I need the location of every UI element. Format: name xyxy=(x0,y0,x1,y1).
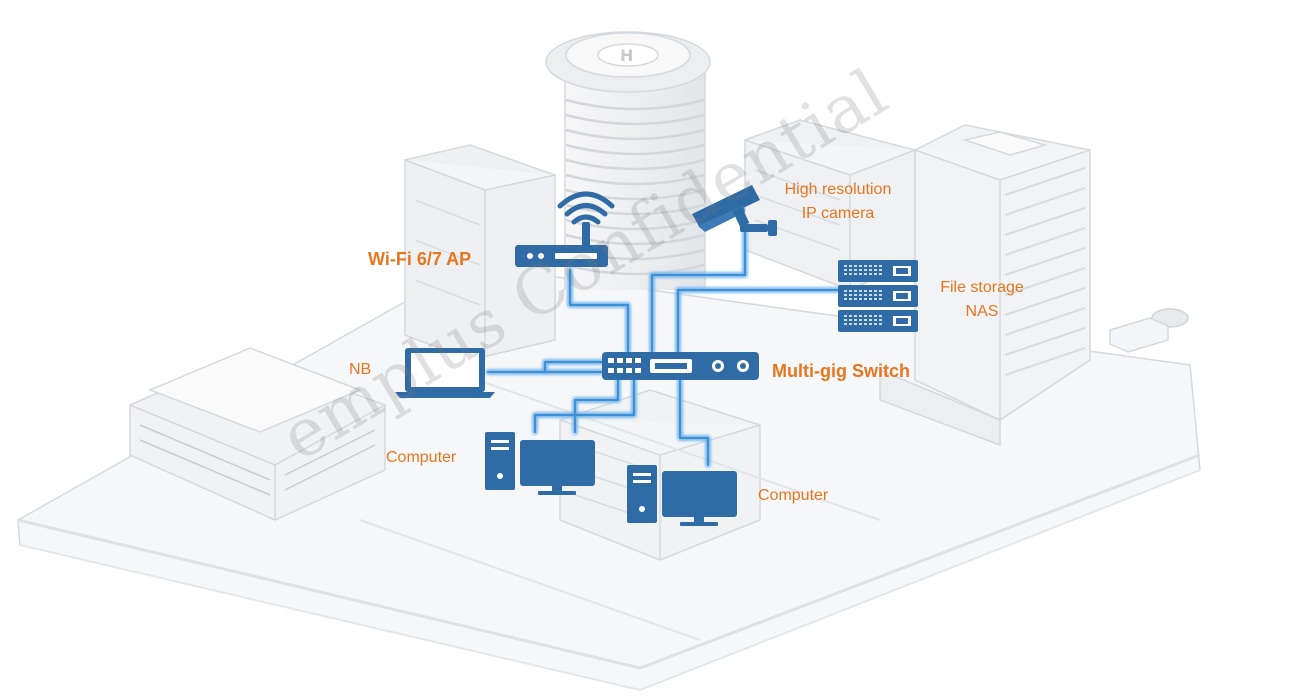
cable-ap-switch xyxy=(568,268,630,354)
nas-label-line1: File storage xyxy=(940,279,1024,296)
cable-nas-switch xyxy=(676,288,840,354)
desktop-computer-right-icon xyxy=(627,465,737,526)
helipad-h: H xyxy=(620,46,633,65)
desktop-computer-left-icon xyxy=(485,432,595,495)
notebook-label: NB xyxy=(349,361,372,378)
computer-right-label: Computer xyxy=(758,487,829,504)
building-left-mid xyxy=(404,144,556,361)
computer-left-label: Computer xyxy=(386,449,457,466)
nas-unit-bottom xyxy=(838,310,918,332)
camera-label-line1: High resolution xyxy=(784,181,892,198)
nas-unit-top xyxy=(838,260,918,282)
ip-camera-icon xyxy=(692,185,777,236)
nas-label-line2: NAS xyxy=(965,303,999,320)
building-tall-right xyxy=(879,124,1091,447)
city-background: H xyxy=(17,31,1201,692)
nas-label: File storage NAS xyxy=(930,276,1034,324)
wifi-access-point-icon xyxy=(515,191,615,267)
cable-computer-right-switch xyxy=(678,378,710,467)
cable-camera-switch xyxy=(650,228,747,354)
camera-label: High resolution IP camera xyxy=(768,178,908,226)
nas-unit-middle xyxy=(838,285,918,307)
nas-server-icon xyxy=(838,260,918,332)
truck xyxy=(1109,317,1169,353)
cable-computer-left-switch xyxy=(533,378,636,434)
laptop-icon xyxy=(395,348,495,398)
network-switch-icon xyxy=(602,352,759,380)
network-cables xyxy=(484,226,842,469)
camera-label-line2: IP camera xyxy=(801,205,875,222)
switch-label: Multi-gig Switch xyxy=(772,361,910,381)
wifi-ap-label: Wi-Fi 6/7 AP xyxy=(368,249,472,269)
